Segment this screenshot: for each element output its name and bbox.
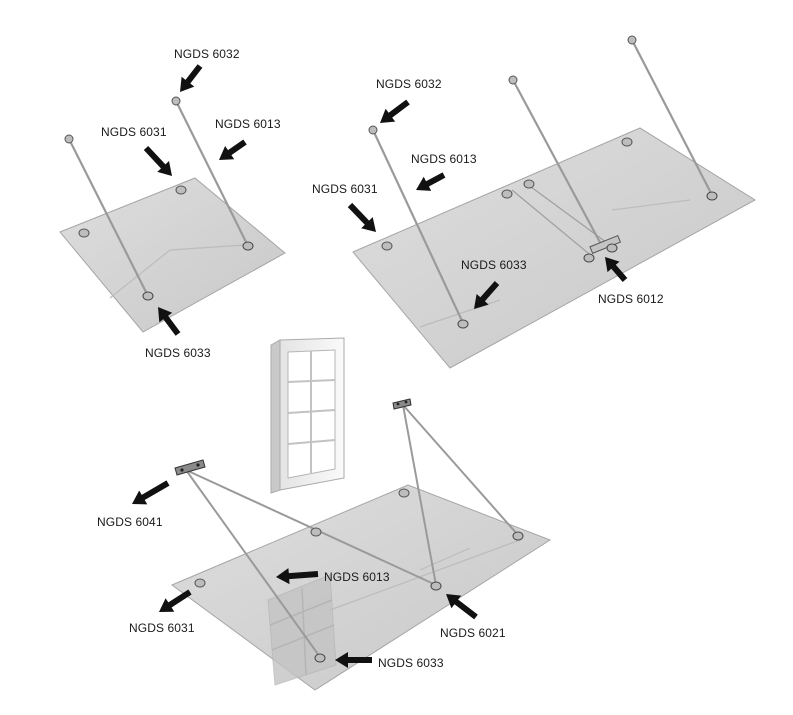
support-rod <box>402 404 437 586</box>
part-label: NGDS 6033 <box>145 346 211 360</box>
callout-arrow <box>474 281 500 309</box>
rod-end-fitting <box>512 531 524 541</box>
part-label: NGDS 6032 <box>376 77 442 91</box>
rod-end-fitting <box>142 291 154 301</box>
part-label: NGDS 6013 <box>215 117 281 131</box>
panel-shadow <box>109 244 246 299</box>
door-reflection-line <box>269 599 333 626</box>
callout-arrow <box>335 652 372 668</box>
rod-end-fitting <box>706 191 718 201</box>
window-muntin <box>287 379 336 383</box>
support-rod <box>372 129 464 324</box>
part-label: NGDS 6013 <box>324 570 390 584</box>
callout-arrow <box>416 172 446 191</box>
part-label: NGDS 6021 <box>440 626 506 640</box>
wall-bracket <box>508 75 518 85</box>
large-canopy <box>352 35 756 369</box>
support-rod <box>175 100 249 247</box>
wall-bracket <box>368 125 378 135</box>
callout-arrows <box>132 64 628 668</box>
glass-clamp <box>194 578 206 588</box>
callout-arrow <box>158 307 181 336</box>
glass-panel <box>352 127 756 369</box>
support-rod <box>512 79 604 249</box>
part-label: NGDS 6012 <box>598 292 664 306</box>
wall-plate <box>392 398 412 410</box>
part-label: NGDS 6032 <box>174 47 240 61</box>
rod-end-fitting <box>314 653 326 663</box>
callout-arrow <box>347 202 376 232</box>
callout-arrow <box>180 64 203 92</box>
wall-bracket <box>171 96 181 106</box>
wall-plate <box>174 459 206 476</box>
door-reflection-line <box>271 624 335 651</box>
panel-shadow <box>611 199 691 211</box>
callout-arrow <box>276 568 319 585</box>
glass-clamp <box>621 137 633 147</box>
glass-clamp <box>523 179 535 189</box>
support-rod <box>631 39 713 196</box>
wall-bracket <box>64 134 74 144</box>
part-label: NGDS 6031 <box>312 182 378 196</box>
part-label: NGDS 6033 <box>461 258 527 272</box>
part-label: NGDS 6033 <box>378 656 444 670</box>
door-window <box>270 337 345 494</box>
part-label: NGDS 6031 <box>129 621 195 635</box>
rod-end-fitting <box>242 241 254 251</box>
rod-end-fitting <box>430 581 442 591</box>
wall-plate-canopy <box>170 398 552 691</box>
callout-arrow <box>605 257 628 282</box>
door-side <box>270 339 281 494</box>
glass-clamp <box>310 527 322 537</box>
part-label: NGDS 6031 <box>101 125 167 139</box>
panel-joint <box>511 189 595 259</box>
callout-arrow <box>380 99 410 123</box>
glass-clamp <box>398 488 410 498</box>
rod-end-fitting <box>583 253 595 263</box>
glass-clamp <box>175 185 187 195</box>
glass-panel <box>170 484 552 691</box>
panel-shadow <box>329 539 521 611</box>
support-rod <box>402 404 519 536</box>
glass-panel <box>59 177 286 333</box>
support-rod <box>68 138 149 297</box>
panel-shadow <box>419 547 471 571</box>
window-muntin <box>287 439 336 445</box>
connector-bar <box>589 234 622 254</box>
glass-clamp <box>78 228 90 238</box>
small-canopy <box>59 96 286 333</box>
support-rod <box>185 469 321 658</box>
glass-clamp <box>501 189 513 199</box>
callout-arrow <box>132 480 170 505</box>
panel-joint <box>526 183 615 249</box>
glass-clamp <box>381 241 393 251</box>
wall-bracket <box>627 35 637 45</box>
callout-arrow <box>143 146 172 176</box>
part-label: NGDS 6041 <box>97 515 163 529</box>
callout-arrow <box>159 589 192 612</box>
rod-end-fitting <box>457 319 469 329</box>
support-rod <box>185 469 437 586</box>
door-reflection-line <box>301 587 307 676</box>
callout-arrow <box>219 139 247 160</box>
callout-arrow <box>446 594 478 620</box>
rod-end-fitting <box>606 243 618 253</box>
window-muntin <box>287 409 336 414</box>
part-label: NGDS 6013 <box>411 152 477 166</box>
